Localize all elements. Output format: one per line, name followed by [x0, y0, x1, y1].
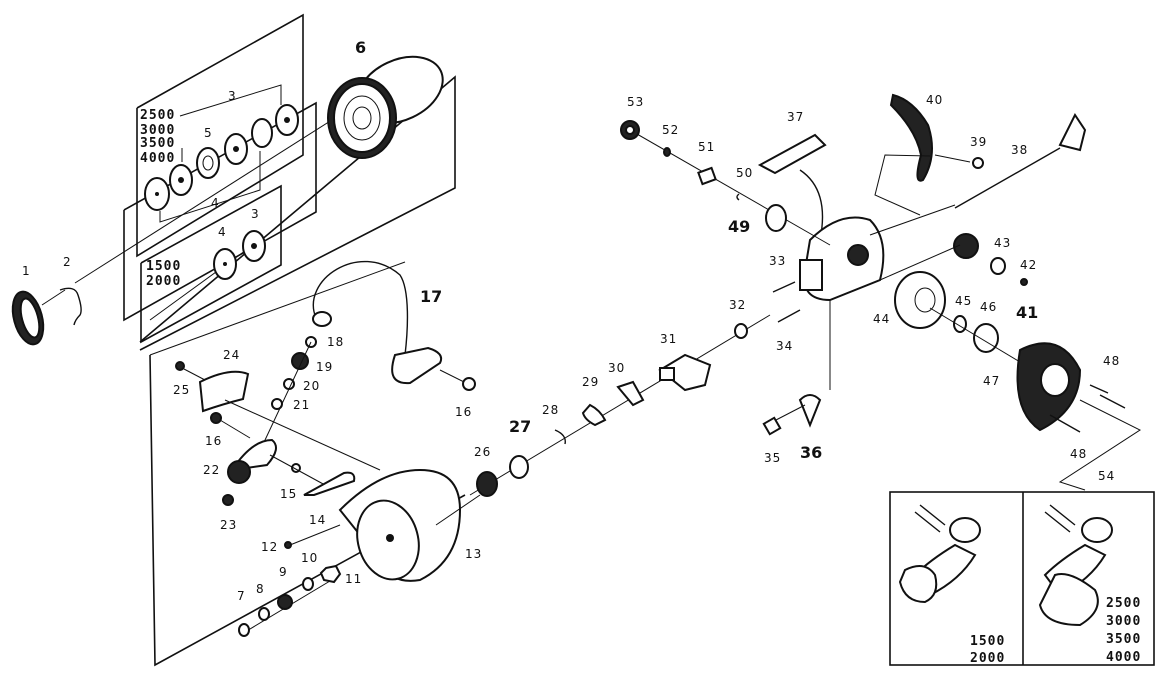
- part-label: 34: [776, 339, 793, 353]
- part-label: 52: [662, 123, 679, 137]
- part-label: 38: [1011, 143, 1028, 157]
- bail-arm: [391, 346, 443, 385]
- part-label: 50: [736, 166, 753, 180]
- part-label: 46: [980, 300, 997, 314]
- part-label: 42: [1020, 258, 1037, 272]
- reel-body: [757, 133, 885, 302]
- part-label: 47: [983, 374, 1000, 388]
- spool-big-frame: [139, 75, 456, 351]
- model-label: 1500: [970, 634, 1005, 649]
- part-label: 49: [728, 217, 750, 236]
- part-label: 43: [994, 236, 1011, 250]
- part-label: 48: [1070, 447, 1087, 461]
- model-label: 3500: [140, 136, 175, 151]
- spool-part: [327, 55, 444, 159]
- part-label: 41: [1016, 303, 1038, 322]
- rotor: [338, 468, 462, 582]
- bearing-26: [476, 471, 498, 497]
- part-label: 36: [800, 443, 822, 462]
- part-label: 23: [220, 518, 237, 532]
- main-gear: [894, 271, 946, 329]
- part-label: 18: [327, 335, 344, 349]
- part-label: 33: [769, 254, 786, 268]
- model-label: 1500: [146, 259, 181, 274]
- drag-knob: [11, 290, 45, 346]
- model-label: 3000: [1106, 614, 1141, 629]
- part-label: 13: [465, 547, 482, 561]
- part-label: 8: [256, 582, 265, 596]
- part-labels: 1 2 3 3 4 4 5 6 7 8 9 10 11 12 13 14 15 …: [22, 38, 1120, 603]
- line-roller: [312, 311, 332, 327]
- part-label: 51: [698, 140, 715, 154]
- handle-large: [1038, 504, 1113, 627]
- bail-arm-mount: [198, 370, 250, 413]
- part-label: 12: [261, 540, 278, 554]
- part-label: 31: [660, 332, 677, 346]
- part-label: 14: [309, 513, 326, 527]
- part-label: 24: [223, 348, 240, 362]
- part-label: 15: [280, 487, 297, 501]
- part-label: 29: [582, 375, 599, 389]
- part-label: 9: [279, 565, 288, 579]
- bail-screw: [462, 377, 476, 391]
- clip: [59, 287, 82, 326]
- part-label: 26: [474, 445, 491, 459]
- part-label: 22: [203, 463, 220, 477]
- part-label: 16: [455, 405, 472, 419]
- part-label: 17: [420, 287, 442, 306]
- part-label: 39: [970, 135, 987, 149]
- part-label: 45: [955, 294, 972, 308]
- handle-small: [898, 504, 981, 604]
- model-label: 3500: [1106, 632, 1141, 647]
- part-label: 3: [228, 89, 237, 103]
- part-label: 44: [873, 312, 890, 326]
- part-label: 20: [303, 379, 320, 393]
- part-label: 11: [345, 572, 362, 586]
- part-label: 53: [627, 95, 644, 109]
- part-label: 19: [316, 360, 333, 374]
- part-label: 54: [1098, 469, 1115, 483]
- part-label: 25: [173, 383, 190, 397]
- model-label: 2500: [140, 108, 175, 123]
- handle-options-box: 1500 2000 2500 3000 3500 4000: [889, 491, 1155, 666]
- part-label: 40: [926, 93, 943, 107]
- model-label: 4000: [140, 151, 175, 166]
- washer-5: [196, 147, 220, 179]
- part-label: 7: [237, 589, 246, 603]
- part-label: 16: [205, 434, 222, 448]
- part-label: 21: [293, 398, 310, 412]
- part-label: 6: [355, 38, 366, 57]
- washer-3b: [251, 118, 273, 148]
- spool-outer-box: [136, 13, 304, 258]
- model-label: 2000: [146, 274, 181, 289]
- bail-wire: [312, 261, 409, 356]
- spool-group: 2500 3000 3500 4000 1500 2000: [74, 13, 456, 351]
- part-label: 48: [1103, 354, 1120, 368]
- part-label: 3: [251, 207, 260, 221]
- model-label: 2500: [1106, 596, 1141, 611]
- model-label: 2000: [970, 651, 1005, 666]
- part-label: 2: [63, 255, 72, 269]
- part-label: 37: [787, 110, 804, 124]
- part-label: 10: [301, 551, 318, 565]
- spool-small-box: [140, 184, 282, 344]
- model-label: 3000: [140, 123, 175, 138]
- part-label: 4: [218, 225, 227, 239]
- part-label: 5: [204, 126, 213, 140]
- part-label: 4: [211, 196, 220, 210]
- part-label: 27: [509, 417, 531, 436]
- part-label: 28: [542, 403, 559, 417]
- part-label: 32: [729, 298, 746, 312]
- part-label: 1: [22, 264, 31, 278]
- model-label: 4000: [1106, 650, 1141, 665]
- part-label: 35: [764, 451, 781, 465]
- part-label: 30: [608, 361, 625, 375]
